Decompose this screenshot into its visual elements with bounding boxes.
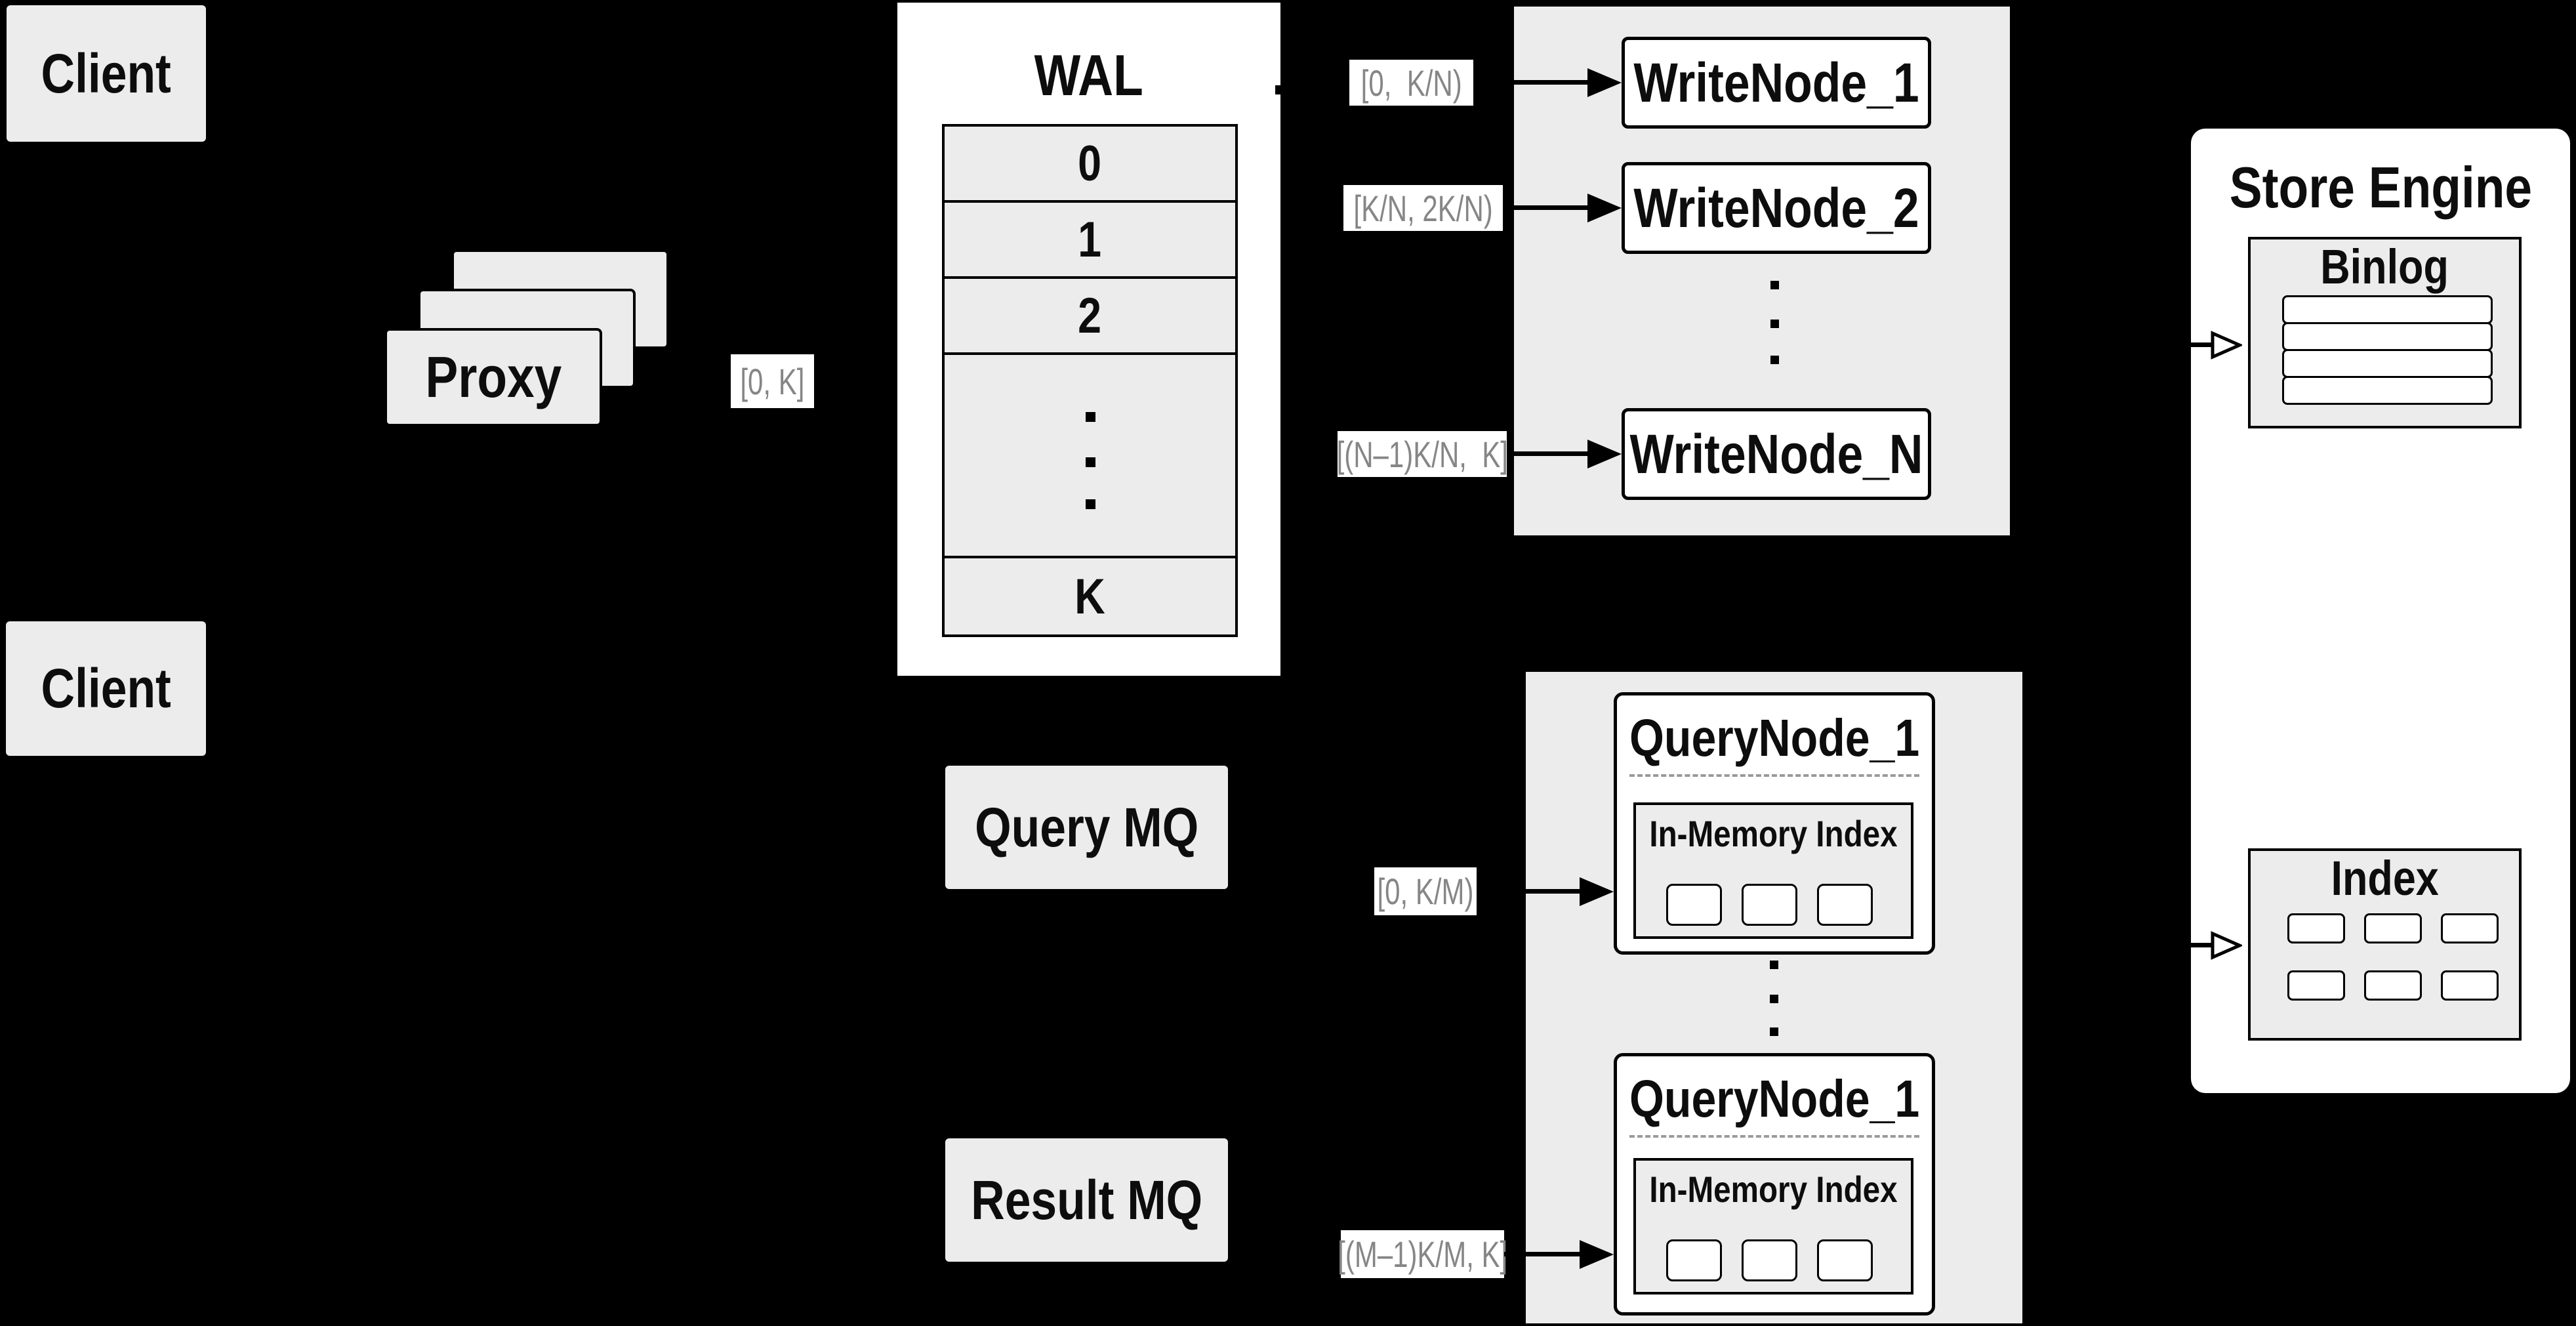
arrow-line-writenode-2: [1503, 205, 1589, 210]
querynode-ellipsis-dot: [1770, 1027, 1778, 1036]
query-mq-label: Query MQ: [974, 796, 1199, 858]
inmemory-segment-cell: [1666, 1239, 1722, 1281]
binlog-title: Binlog: [2320, 239, 2449, 294]
wal-segment-row: 0: [945, 127, 1235, 203]
wal-segment-2: 2: [1078, 287, 1102, 344]
writenode-1-box: WriteNode_1: [1622, 37, 1931, 129]
wal-ellipsis-dot: [1086, 412, 1095, 422]
index-cell: [2364, 970, 2422, 1001]
wal-segment-row: 1: [945, 203, 1235, 279]
proxy-label: Proxy: [425, 344, 562, 409]
range-label-proxy-out: [0, K]: [731, 354, 814, 408]
querynode-m-inmemory-title: In-Memory Index: [1649, 1168, 1898, 1210]
store-engine-title: Store Engine: [2229, 155, 2532, 220]
writenode-2-label: WriteNode_2: [1633, 176, 1919, 239]
range-label-writenode-n: [(N–1)K/N, K]: [1336, 431, 1508, 477]
inmemory-segment-cell: [1742, 1239, 1797, 1281]
wal-ellipsis-dot: [1086, 457, 1095, 467]
range-label-querynode-1: [0, K/M): [1374, 867, 1477, 915]
index-title: Index: [2331, 850, 2439, 905]
querynode-1-title-wrap: QueryNode_1: [1614, 709, 1935, 767]
querynode-1-divider: [1629, 774, 1919, 777]
binlog-row: [2282, 376, 2493, 405]
arrow-head-index: [2211, 931, 2242, 960]
writenode-2-box: WriteNode_2: [1622, 162, 1931, 254]
binlog-row: [2282, 322, 2493, 351]
writenode-n-label: WriteNode_N: [1629, 423, 1923, 485]
store-engine-title-wrap: Store Engine: [2191, 155, 2570, 220]
inmemory-segment-cell: [1666, 884, 1722, 926]
index-box: [2248, 848, 2522, 1041]
client-box-top: Client: [7, 5, 206, 142]
proxy-box-front: Proxy: [384, 328, 602, 426]
index-cell: [2287, 970, 2345, 1001]
result-mq-label: Result MQ: [970, 1169, 1203, 1231]
querynode-1-title: QueryNode_1: [1629, 709, 1920, 767]
arrow-line-writenode-n: [1507, 451, 1589, 456]
writenode-ellipsis-dot: [1770, 281, 1779, 289]
writenode-ellipsis-dot: [1770, 356, 1779, 364]
index-cell: [2441, 970, 2499, 1001]
index-title-wrap: Index: [2248, 850, 2522, 905]
querynode-m-divider: [1629, 1135, 1919, 1138]
querynode-ellipsis-dot: [1770, 961, 1778, 969]
wal-segment-ellipsis-row: [945, 355, 1235, 558]
query-mq-box: Query MQ: [945, 766, 1228, 889]
wal-segment-row: 2: [945, 279, 1235, 355]
index-cell: [2287, 913, 2345, 943]
arrow-line-querynode-1: [1477, 889, 1580, 894]
wal-segment-0: 0: [1078, 135, 1102, 192]
binlog-title-wrap: Binlog: [2248, 239, 2522, 294]
binlog-row: [2282, 349, 2493, 378]
wal-title-wrap: WAL: [897, 43, 1280, 108]
client-bottom-label: Client: [41, 657, 171, 719]
range-label-querynode-m: [(M–1)K/M, K]: [1338, 1230, 1507, 1278]
writenode-1-label: WriteNode_1: [1633, 51, 1919, 114]
inmemory-segment-cell: [1817, 1239, 1873, 1281]
index-cell: [2441, 913, 2499, 943]
arrow-head-binlog: [2211, 331, 2242, 360]
client-top-label: Client: [41, 42, 172, 104]
wal-segment-1: 1: [1078, 211, 1102, 268]
querynode-m-inmemory-title-wrap: In-Memory Index: [1633, 1168, 1913, 1210]
querynode-ellipsis-dot: [1770, 995, 1778, 1003]
querynode-1-inmemory-title-wrap: In-Memory Index: [1633, 812, 1913, 854]
querynode-m-title-wrap: QueryNode_1: [1614, 1069, 1935, 1128]
index-cell: [2364, 913, 2422, 943]
writenode-n-box: WriteNode_N: [1622, 408, 1931, 500]
client-box-bottom: Client: [6, 621, 206, 756]
wal-ellipsis-dot: [1086, 499, 1095, 509]
inmemory-segment-cell: [1742, 884, 1797, 926]
querynode-m-title: QueryNode_1: [1629, 1069, 1920, 1128]
binlog-row: [2282, 295, 2493, 324]
wal-title: WAL: [1034, 43, 1144, 108]
wal-segment-table: 0 1 2 K: [942, 124, 1238, 637]
wal-segment-k: K: [1074, 568, 1105, 625]
querynode-1-inmemory-title: In-Memory Index: [1649, 812, 1898, 854]
writenode-ellipsis-dot: [1770, 320, 1779, 328]
range-label-writenode-1: [0, K/N): [1349, 60, 1473, 106]
wal-out-arrow-stub: [1275, 85, 1280, 94]
inmemory-segment-cell: [1817, 884, 1873, 926]
arrow-line-index: [2190, 943, 2213, 947]
arrow-line-writenode-1: [1473, 80, 1589, 85]
range-label-writenode-2: [K/N, 2K/N): [1343, 185, 1503, 231]
arrow-line-binlog: [2190, 342, 2213, 347]
wal-segment-row: K: [945, 558, 1235, 634]
result-mq-box: Result MQ: [945, 1138, 1228, 1262]
arrow-line-querynode-m: [1504, 1252, 1580, 1256]
